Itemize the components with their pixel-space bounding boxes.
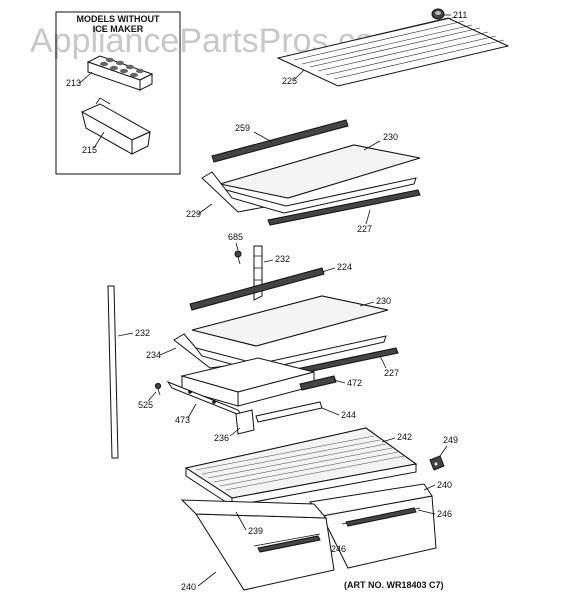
callout-246-left: 246 [331, 544, 346, 554]
glass-shelf-upper-part[interactable] [219, 144, 421, 199]
callout-242: 242 [397, 432, 412, 442]
callout-230-lower: 230 [376, 296, 391, 306]
leader-525 [147, 391, 157, 402]
callout-236: 236 [214, 433, 229, 443]
leader-225 [293, 69, 305, 81]
callout-472: 472 [347, 378, 362, 388]
leader-472 [333, 379, 346, 384]
callout-259: 259 [235, 123, 250, 133]
callout-249: 249 [443, 435, 458, 445]
rear-trim-227-upper-part[interactable] [267, 189, 421, 226]
leader-224 [321, 267, 336, 273]
leader-229 [197, 203, 213, 215]
leader-232-bracket [263, 259, 274, 263]
callout-234: 234 [146, 350, 161, 360]
slide-rail-472-part[interactable] [299, 375, 337, 391]
callout-240-left: 240 [181, 582, 196, 592]
shelf-frame-229-part[interactable] [201, 171, 417, 214]
leader-230-lower [359, 301, 375, 307]
inset-title-line1: MODELS WITHOUT [77, 14, 160, 24]
callout-227-upper: 227 [357, 224, 372, 234]
front-trim-224-part[interactable] [189, 267, 325, 311]
callout-229: 229 [186, 209, 201, 219]
callout-244: 244 [341, 410, 356, 420]
callout-225: 225 [282, 76, 297, 86]
side-rail-232-part[interactable] [107, 285, 119, 459]
callout-211: 211 [453, 10, 467, 20]
leader-685 [235, 242, 239, 251]
leader-473 [187, 403, 197, 419]
ice-bucket-part[interactable] [80, 97, 152, 155]
leader-242 [381, 437, 396, 443]
screw-685-part[interactable] [234, 250, 242, 265]
callout-525: 525 [138, 400, 153, 410]
callout-232-rail: 232 [135, 328, 150, 338]
callout-246-right: 246 [437, 509, 452, 519]
frame-236-part[interactable] [235, 409, 255, 435]
art-number: (ART NO. WR18403 C7) [344, 580, 444, 590]
wire-shelf-part[interactable] [276, 16, 510, 87]
leader-236 [229, 427, 241, 437]
callout-685: 685 [228, 232, 243, 242]
leader-249 [439, 445, 448, 457]
leader-230-upper [363, 140, 381, 151]
callout-239: 239 [248, 526, 263, 536]
callout-215: 215 [82, 145, 97, 155]
crisper-drawer-left-part[interactable] [180, 499, 335, 591]
crisper-cover-part[interactable] [184, 427, 418, 507]
screw-525-part[interactable] [154, 382, 162, 396]
leader-259 [253, 131, 273, 143]
leader-227-lower [379, 355, 387, 369]
roller-249-part[interactable] [429, 455, 445, 471]
leader-234 [159, 347, 177, 356]
leader-213 [79, 71, 93, 84]
leader-232-rail [117, 332, 134, 337]
pan-cover-part[interactable] [180, 357, 315, 407]
rail-244-part[interactable] [255, 401, 323, 423]
leader-227-upper [365, 209, 371, 225]
leader-240-right [423, 484, 436, 491]
leader-246-right [417, 509, 436, 515]
callout-240-right: 240 [437, 480, 452, 490]
callout-232-bracket: 232 [275, 254, 290, 264]
leader-244 [321, 407, 340, 416]
callout-224: 224 [337, 262, 352, 272]
callout-213: 213 [66, 78, 81, 88]
glass-shelf-lower-part[interactable] [191, 295, 389, 347]
leader-215 [93, 131, 105, 149]
callout-230-upper: 230 [383, 132, 398, 142]
callout-473: 473 [175, 415, 190, 425]
leader-246-left [329, 531, 337, 545]
inset-title-line2: ICE MAKER [93, 24, 144, 34]
front-trim-259-part[interactable] [211, 119, 349, 163]
callout-227-lower: 227 [384, 368, 399, 378]
shelf-clip-part[interactable] [431, 8, 445, 20]
ice-tray-part[interactable] [86, 55, 154, 91]
crisper-drawer-right-part[interactable] [309, 483, 437, 569]
leader-240-left [197, 571, 217, 587]
leader-239 [235, 511, 247, 531]
inset-box: MODELS WITHOUT ICE MAKER [55, 11, 181, 175]
